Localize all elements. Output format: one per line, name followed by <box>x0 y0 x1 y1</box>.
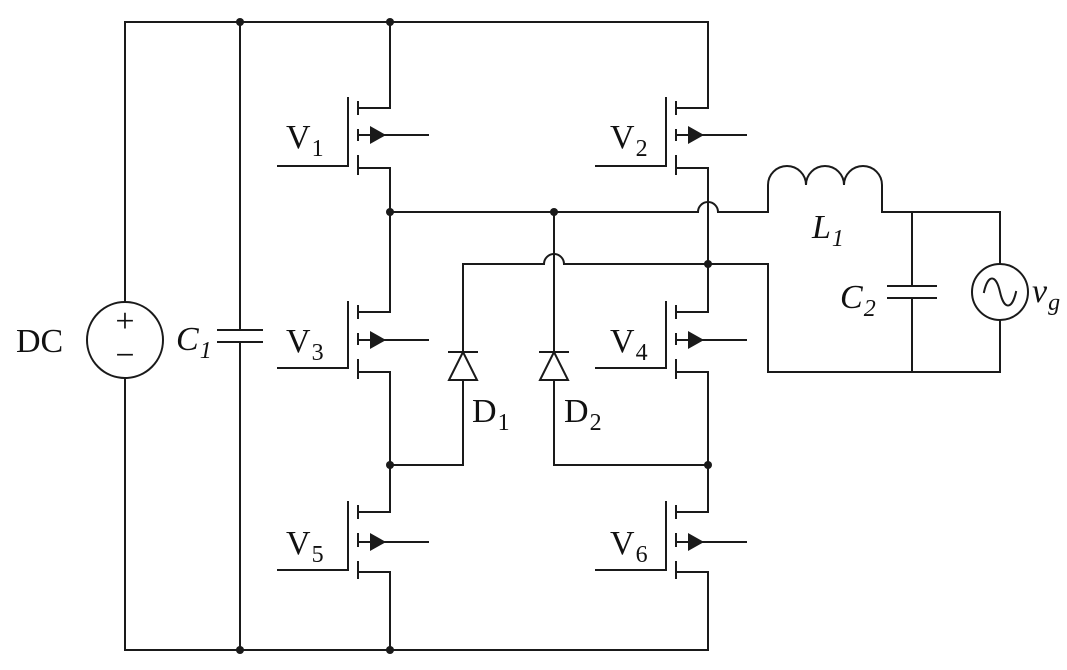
c1-label: C1 <box>176 321 212 364</box>
junction-dot <box>550 208 558 216</box>
dc-minus-sign: − <box>115 337 134 374</box>
v5-label: V5 <box>286 525 324 568</box>
mosfet-v3: V3 <box>277 301 429 379</box>
mosfet-v2: V2 <box>595 97 747 175</box>
capacitor-c1: C1 <box>176 21 263 651</box>
junction-dot <box>386 208 394 216</box>
v6-label: V6 <box>610 525 648 568</box>
wire-ac-bottom <box>462 253 1001 373</box>
inductor-l1: L1 <box>767 165 1001 265</box>
l1-label: L1 <box>811 209 844 252</box>
junction-dot <box>386 461 394 469</box>
mosfet-v4: V4 <box>595 301 747 379</box>
diode-d2: D2 <box>538 211 709 466</box>
junction-dot <box>386 18 394 26</box>
mosfet-v5: V5 <box>277 501 429 579</box>
dc-plus-sign: + <box>115 303 134 340</box>
v1-label: V1 <box>286 119 324 162</box>
wire-ac-top <box>389 201 769 213</box>
diode-d1: D1 <box>389 349 510 466</box>
junction-dot <box>386 646 394 654</box>
dc-source: + − DC <box>16 21 164 651</box>
mosfet-v6: V6 <box>595 501 747 579</box>
v2-label: V2 <box>610 119 648 162</box>
dc-label: DC <box>16 323 63 360</box>
d2-label: D2 <box>564 393 602 436</box>
sine-wave-icon <box>982 277 1018 307</box>
junction-dots <box>236 18 712 654</box>
capacitor-c2: C2 <box>840 211 937 373</box>
mosfet-v1: V1 <box>277 97 429 175</box>
ac-source-vg: vg <box>971 263 1060 373</box>
v4-label: V4 <box>610 323 648 366</box>
junction-dot <box>704 260 712 268</box>
junction-dot <box>704 461 712 469</box>
vg-label: vg <box>1032 273 1060 316</box>
v3-label: V3 <box>286 323 324 366</box>
junction-dot <box>236 646 244 654</box>
c2-label: C2 <box>840 279 876 322</box>
d1-label: D1 <box>472 393 510 436</box>
junction-dot <box>236 18 244 26</box>
